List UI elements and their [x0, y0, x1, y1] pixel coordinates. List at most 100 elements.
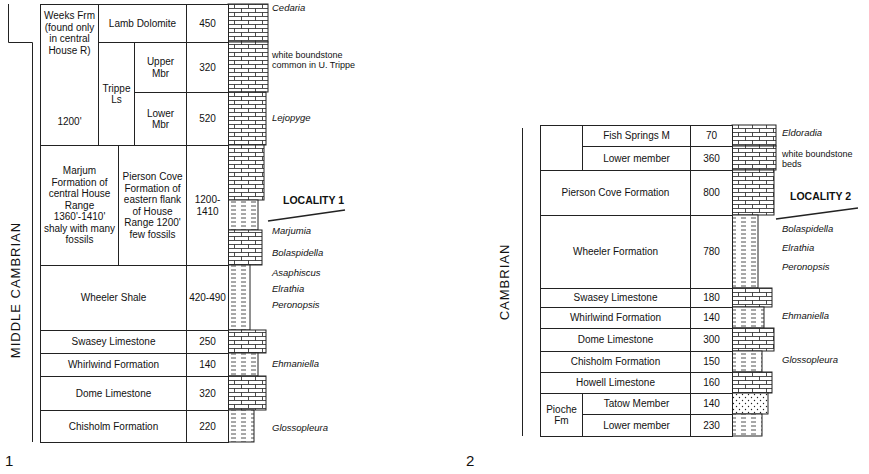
- thickness-cell: 320: [186, 376, 229, 411]
- lithology-unit: [732, 215, 758, 288]
- thickness-text: 150: [703, 356, 720, 368]
- thickness-cell: 450: [186, 4, 229, 43]
- locality-leader: [776, 208, 858, 219]
- formation-name: Weeks Frm (found only in central House R…: [43, 10, 96, 56]
- fossil-name: Peronopsis: [272, 300, 320, 311]
- formation-cell: Dome Limestone: [540, 328, 691, 352]
- fossil-name: Cedaria: [272, 3, 305, 14]
- fossil-name: Marjumia: [272, 226, 311, 237]
- thickness-cell: 420-490: [186, 265, 229, 331]
- period-label: MIDDLE CAMBRIAN: [9, 222, 24, 358]
- formation-cell: Chisholm Formation: [540, 351, 691, 373]
- fossil-name: Lejopyge: [272, 113, 311, 124]
- formation-cell: Trippe Ls: [98, 42, 135, 146]
- fossil-name: Glossopleura: [272, 423, 328, 434]
- fossil-name: Bolaspidella: [272, 248, 323, 259]
- locality-label: LOCALITY 1: [283, 194, 344, 206]
- formation-cell: Whirlwind Formation: [540, 307, 691, 329]
- thickness-text: 800: [703, 187, 720, 199]
- formation-cell: Weeks Frm (found only in central House R…: [40, 4, 99, 146]
- thickness-text: 780: [703, 246, 720, 258]
- lithology-unit: [228, 410, 254, 442]
- period-bracket: [9, 4, 33, 442]
- formation-cell: Lower member: [582, 146, 691, 171]
- formation-name: Wheeler Shale: [81, 292, 147, 304]
- thickness-cell: 1200-1410: [186, 145, 229, 266]
- formation-name: Tatow Member: [604, 398, 670, 410]
- formation-name: Wheeler Formation: [573, 246, 658, 258]
- thickness-cell: 780: [690, 215, 733, 289]
- thickness-cell: 800: [690, 170, 733, 216]
- locality-leader: [268, 210, 345, 221]
- formation-cell: Tatow Member: [582, 393, 691, 415]
- formation-name: Pioche Fm: [543, 404, 580, 427]
- thickness-cell: 180: [690, 288, 733, 308]
- thickness-cell: 320: [186, 42, 229, 93]
- formation-cell: Pioche Fm: [540, 393, 583, 437]
- fossil-name: Bolaspidella: [782, 224, 833, 235]
- formation-cell: Whirlwind Formation: [40, 353, 187, 377]
- lithology-unit: [228, 353, 258, 376]
- thickness-cell: 140: [690, 393, 733, 415]
- fossil-name: Asaphiscus: [272, 268, 321, 279]
- formation-cell: Pierson Cove Formation of eastern flank …: [118, 145, 187, 266]
- thickness-cell: 230: [690, 414, 733, 437]
- thickness-cell: 160: [690, 372, 733, 394]
- formation-cell: Chisholm Formation: [40, 410, 187, 443]
- formation-cell: Swasey Limestone: [40, 330, 187, 354]
- formation-cell: Lamb Dolomite: [98, 4, 187, 43]
- lithology-unit: [732, 307, 764, 328]
- formation-name: Lower member: [603, 153, 670, 165]
- lithology-unit: [228, 230, 262, 265]
- lithology-unit: [228, 42, 268, 92]
- lithology-unit: [732, 351, 762, 372]
- thickness-text: 250: [199, 336, 216, 348]
- thickness-text: 140: [703, 398, 720, 410]
- locality-label: LOCALITY 2: [790, 190, 851, 202]
- thickness-text: 1200-1410: [189, 194, 226, 217]
- fossil-name: Elrathia: [782, 243, 814, 254]
- thickness-text: 140: [703, 312, 720, 324]
- thickness-cell: 140: [690, 307, 733, 329]
- lithology-unit: [228, 4, 268, 42]
- formation-cell: Swasey Limestone: [540, 288, 691, 308]
- formation-name: Trippe Ls: [101, 83, 132, 106]
- thickness-text: 300: [703, 334, 720, 346]
- thickness-cell: 250: [186, 330, 229, 354]
- lithology-unit: [732, 328, 774, 351]
- lithology-unit: [228, 376, 266, 410]
- formation-cell: Marjum Formation of central House Range …: [40, 145, 119, 266]
- note-text: white boundstone beds: [782, 149, 862, 170]
- thickness-text: 360: [703, 153, 720, 165]
- period-bracket: [522, 128, 523, 436]
- formation-cell: Wheeler Shale: [40, 265, 187, 331]
- formation-name: Dome Limestone: [578, 334, 654, 346]
- thickness-cell: 150: [690, 351, 733, 373]
- empty-cell: [541, 126, 583, 171]
- formation-name: 1200': [57, 116, 81, 128]
- formation-name: Pierson Cove Formation of eastern flank …: [121, 171, 184, 240]
- formation-name: Lamb Dolomite: [109, 18, 176, 30]
- thickness-cell: 300: [690, 328, 733, 352]
- lithology-unit: [732, 372, 772, 393]
- fossil-name: Glossopleura: [782, 355, 838, 366]
- lithology-unit: [732, 414, 762, 436]
- lithology-unit: [228, 92, 266, 145]
- note-text: white boundstone common in U. Trippe: [272, 50, 372, 71]
- thickness-text: 180: [703, 292, 720, 304]
- fossil-name: Ehmaniella: [272, 359, 319, 370]
- formation-name: Whirlwind Formation: [570, 312, 661, 324]
- fossil-name: Ehmaniella: [782, 311, 829, 322]
- fossil-name: Eldoradia: [782, 128, 822, 139]
- thickness-text: 70: [706, 130, 717, 142]
- thickness-text: 450: [199, 18, 216, 30]
- formation-cell: Upper Mbr: [134, 42, 187, 93]
- lithology-unit: [732, 146, 776, 170]
- thickness-cell: 220: [186, 410, 229, 443]
- thickness-text: 220: [199, 421, 216, 433]
- formation-name: Howell Limestone: [576, 377, 655, 389]
- thickness-cell: 70: [690, 125, 733, 147]
- lithology-unit: [732, 125, 776, 146]
- lithology-unit: [228, 330, 266, 353]
